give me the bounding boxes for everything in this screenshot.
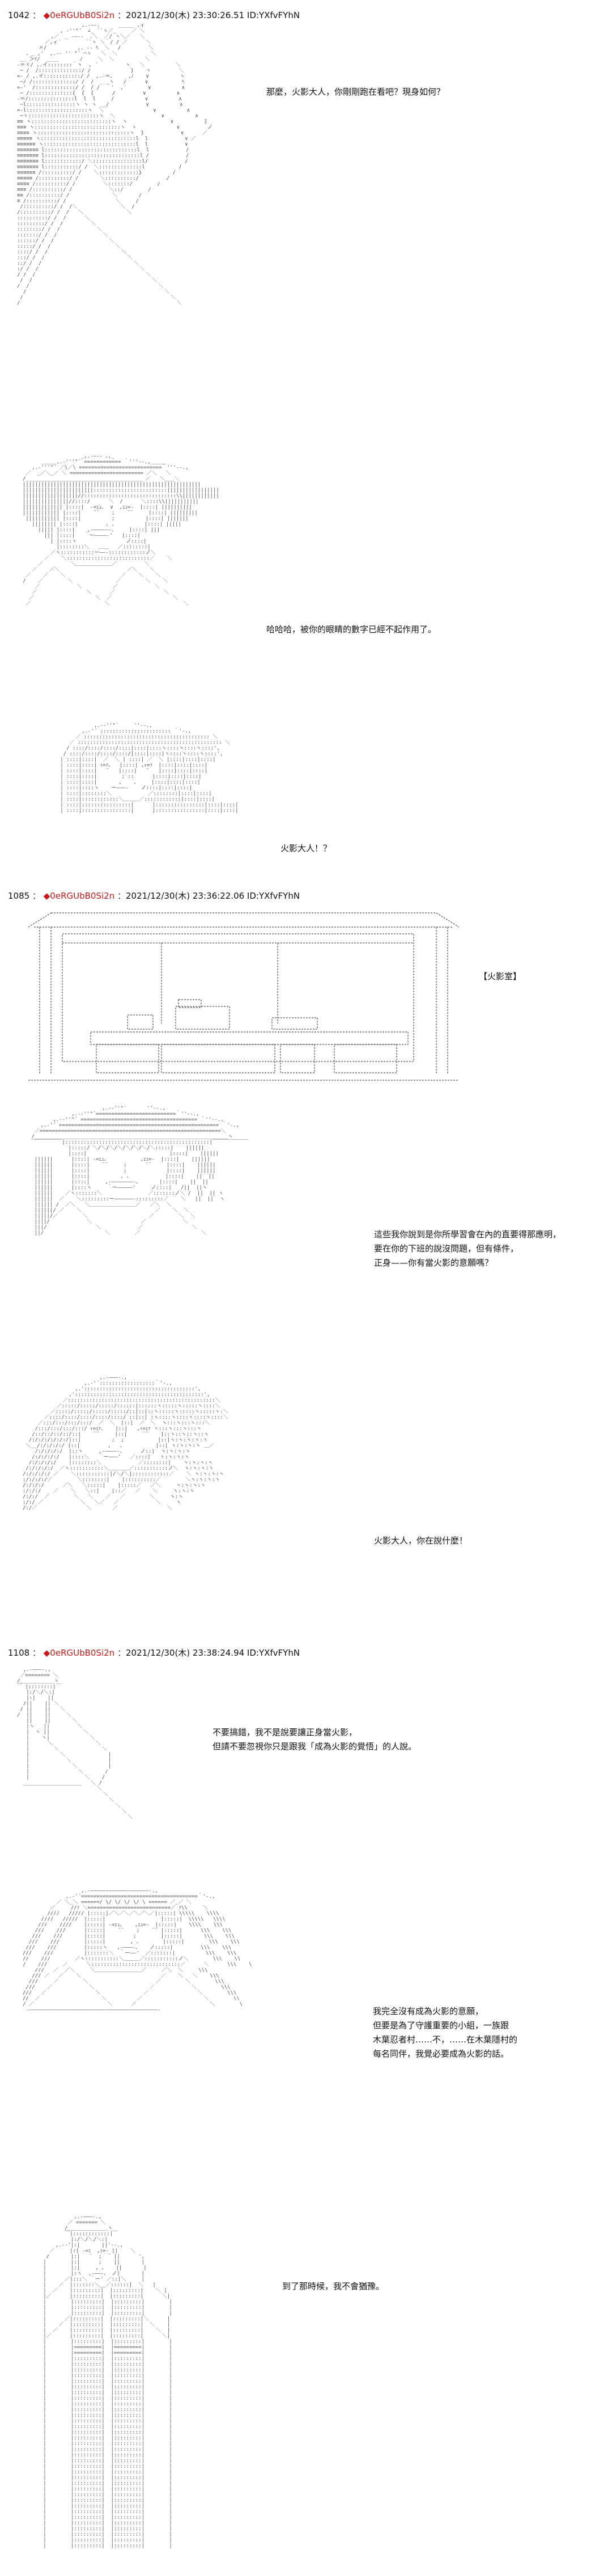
ascii-art-panel: ,.-―――――――――――――――――――-., ,.-'´=========… xyxy=(23,1888,252,2013)
post-date: 2021/12/30(木) 23:38:24.94 ID:YXfvFYhN xyxy=(126,1648,300,1658)
dialogue-line: 這些我你說到是你所學習會在內的直要得那應明， xyxy=(374,1229,562,1240)
name-mark-icon: ◆ xyxy=(43,891,50,901)
dialogue-line: 【火影室】 xyxy=(479,971,522,982)
dialogue-line: 不要搞錯，我不是說要讓正身當火影， xyxy=(212,1727,358,1737)
dialogue-text: 不要搞錯，我不是說要讓正身當火影， 但請不要忽視你只是跟我「成為火影的覺悟」的人… xyxy=(212,1725,416,1754)
dialogue-line: 我完全沒有成為火影的意願， xyxy=(373,2006,484,2016)
ascii-art-panel: ,.-―――-., ／======== ＼ /___________ヽ ￣ |:… xyxy=(17,1667,133,1820)
post-date: 2021/12/30(木) 23:36:22.06 ID:YXfvFYhN xyxy=(126,891,300,901)
dialogue-line: 但請不要忽視你只是跟我「成為火影的覺悟」的人說。 xyxy=(212,1741,417,1752)
dialogue-line: 哈哈哈，被你的眼睛的數字已經不起作用了。 xyxy=(266,624,437,635)
post-header: 1042 ： ◆0eRGUbB0Si2n ：2021/12/30(木) 23:3… xyxy=(8,9,300,21)
post-separator-icon: ： xyxy=(32,10,44,20)
post-separator-icon: ： xyxy=(117,10,126,20)
dialogue-text: 這些我你說到是你所學習會在內的直要得那應明， 要在你的下班的說沒問題，但有條件，… xyxy=(374,1228,561,1270)
office-scene xyxy=(28,912,460,1081)
ascii-art-panel: ,.-‐''"´￣￣｀''‐-., ,.-'´ ::::::::::::::::… xyxy=(60,723,239,814)
post-number: 1085 xyxy=(8,891,30,901)
poster-trip[interactable]: 0eRGUbB0Si2n xyxy=(50,1648,115,1658)
dialogue-line: 到了那時候，我不會猶豫。 xyxy=(282,2281,385,2291)
ascii-art-panel: ,.-‐''"´￣￣￣｀''‐-., ,.-‐''"´=============… xyxy=(31,1106,248,1236)
dialogue-text: 火影大人，你在說什麼！ xyxy=(374,1534,468,1548)
dialogue-text: 那麼，火影大人，你剛剛跑在看吧？現身如何？ xyxy=(266,85,445,99)
location-caption: 【火影室】 xyxy=(479,970,521,984)
post-number: 1108 xyxy=(8,1648,30,1658)
dialogue-line: 但要是為了守護重要的小組，一族跟 xyxy=(373,2020,509,2031)
poster-trip[interactable]: 0eRGUbB0Si2n xyxy=(50,10,115,20)
post-separator-icon: ： xyxy=(117,891,126,901)
poster-trip[interactable]: 0eRGUbB0Si2n xyxy=(50,891,115,901)
post-date: 2021/12/30(木) 23:30:26.51 ID:YXfvFYhN xyxy=(126,10,300,20)
post-separator-icon: ： xyxy=(32,891,44,901)
post-header: 1085 ： ◆0eRGUbB0Si2n ：2021/12/30(木) 23:3… xyxy=(8,890,300,902)
dialogue-line: 那麼，火影大人，你剛剛跑在看吧？現身如何？ xyxy=(266,87,445,97)
dialogue-line: 每名同伴，我覺必要成為火影的話。 xyxy=(373,2049,509,2059)
dialogue-line: 火影大人！？ xyxy=(280,843,332,853)
ascii-art-panel: _,.-―‐- ､,_ _____,.-'''"´ ============ ｀… xyxy=(23,454,219,607)
name-mark-icon: ◆ xyxy=(43,1648,50,1658)
dialogue-text: 到了那時候，我不會猶豫。 xyxy=(282,2279,384,2294)
dialogue-text: 火影大人！？ xyxy=(280,841,332,856)
dialogue-line: 正身——你有當火影的意願嗎？ xyxy=(374,1258,494,1268)
dialogue-line: 木葉忍者村……不，……在木葉隱村的 xyxy=(373,2034,518,2045)
name-mark-icon: ◆ xyxy=(43,10,50,20)
dialogue-line: 火影大人，你在說什麼！ xyxy=(374,1536,468,1546)
post-separator-icon: ： xyxy=(117,1648,126,1658)
dialogue-text: 我完全沒有成為火影的意願， 但要是為了守護重要的小組，一族跟 木葉忍者村……不，… xyxy=(373,2004,517,2061)
dialogue-line: 要在你的下班的說沒問題，但有條件， xyxy=(374,1243,519,1254)
post-number: 1042 xyxy=(8,10,30,20)
dialogue-text: 哈哈哈，被你的眼睛的數字已經不起作用了。 xyxy=(266,623,436,637)
post-header: 1108 ： ◆0eRGUbB0Si2n ：2021/12/30(木) 23:3… xyxy=(8,1647,300,1659)
ascii-art-panel: ,.-―――-., ／ ======= ＼ /_____________ヽ ￣|… xyxy=(43,2214,172,2549)
ascii-art-panel: ,.-―-. _____ ,ィ , ‐''"´ ∠_ ``ヽ／_ ／ ＼ ,／ … xyxy=(17,23,212,306)
ascii-art-panel: ,.-―――-., ,.-'´::::::::::::::::::｀'‐., ,… xyxy=(23,1375,228,1511)
post-separator-icon: ： xyxy=(32,1648,44,1658)
